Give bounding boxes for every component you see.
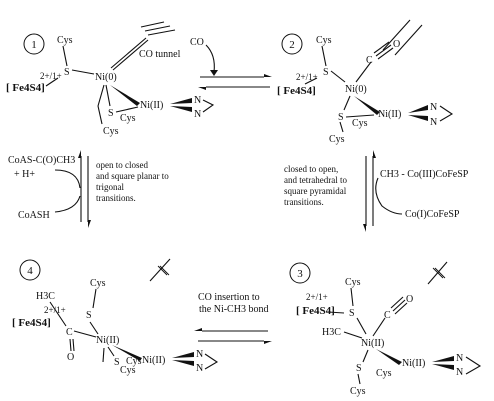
state-3-cys-top: Cys xyxy=(345,277,361,288)
state-4-ni-left: Ni(II) xyxy=(96,335,119,346)
state-3-cys-bottom: Cys xyxy=(350,386,366,397)
state-3-s-bridge: S xyxy=(356,363,362,374)
closed-to-open-2: and tetrahedral to xyxy=(284,175,347,185)
co-tunnel-label: CO tunnel xyxy=(139,49,181,60)
state-2-cys-top: Cys xyxy=(316,35,332,46)
state-4-number: 4 xyxy=(27,265,33,277)
methyl-donor: CH3 - Co(III)CoFeSP xyxy=(380,169,469,180)
co-label: CO xyxy=(190,37,204,48)
bottom-equilibrium: CO insertion to the Ni-CH3 bond xyxy=(194,292,272,344)
closed-to-open-4: transitions. xyxy=(284,197,324,207)
state-4-s-bridge: S xyxy=(114,357,120,368)
state-3-cys-bridge: Cys xyxy=(376,368,392,379)
state-1-cys-bottom: Cys xyxy=(103,126,119,137)
closed-to-open-3: square pyramidal xyxy=(284,186,347,196)
state-2-cys-bottom: Cys xyxy=(329,134,345,145)
state-1-marker xyxy=(23,33,45,55)
co-insertion-2: the Ni-CH3 bond xyxy=(199,304,268,315)
state-3-number: 3 xyxy=(297,268,303,280)
state-3-co-o: O xyxy=(406,294,413,305)
state-2-cys-bridge: Cys xyxy=(352,118,368,129)
coash-label: CoASH xyxy=(18,210,50,221)
top-equilibrium: CO xyxy=(190,37,272,90)
open-to-closed-1: open to closed xyxy=(96,160,148,170)
coa-product: CoAS-C(O)CH3 xyxy=(8,155,75,166)
open-to-closed-4: transitions. xyxy=(96,193,136,203)
state-4-cluster: [ Fe4S4] xyxy=(12,317,51,329)
state-1-cys-top: Cys xyxy=(57,35,73,46)
state-2-ni-right: Ni(II) xyxy=(378,109,401,120)
state-4-marker xyxy=(19,259,41,281)
open-to-closed-3: trigonal xyxy=(96,182,124,192)
state-2-ni-left: Ni(0) xyxy=(345,84,367,95)
coa-proton: + H+ xyxy=(14,169,35,180)
state-1-ni-left: Ni(0) xyxy=(95,72,117,83)
state-2-s-bridge: S xyxy=(338,112,344,123)
state-2-marker xyxy=(281,33,303,55)
closed-to-open-1: closed to open, xyxy=(284,164,338,174)
state-2-co-c: C xyxy=(366,55,373,66)
state-1-cluster-charge: 2+/1+ xyxy=(40,71,62,81)
state-3-cluster-charge: 2+/1+ xyxy=(306,292,328,302)
state-4-ni-right: Ni(II) xyxy=(142,355,165,366)
state-1-cys-bridge: Cys xyxy=(120,113,136,124)
state-3-ni-left: Ni(II) xyxy=(361,338,384,349)
right-equilibrium: closed to open, and tetrahedral to squar… xyxy=(284,150,469,232)
state-4-acyl-c: C xyxy=(66,327,73,338)
state-2-n-top: N xyxy=(430,102,437,113)
state-2: 2 Cys S 2+/1+ [ Fe4S4] Ni(0) C O S Cys C… xyxy=(277,19,454,145)
state-3-ni-right: Ni(II) xyxy=(402,358,425,369)
state-1-cluster: [ Fe4S4] xyxy=(6,82,45,94)
state-2-number: 2 xyxy=(289,39,295,51)
state-3: 3 Cys S 2+/1+ [ Fe4S4] H3C Ni(II) C O S … xyxy=(289,261,482,397)
state-2-cluster-charge: 2+/1+ xyxy=(296,72,318,82)
state-2-s-top: S xyxy=(323,67,329,78)
co-insertion-1: CO insertion to xyxy=(198,292,260,303)
state-2-n-bottom: N xyxy=(430,117,437,128)
state-3-marker xyxy=(289,262,311,284)
state-1: 1 Cys S 2+/1+ [ Fe4S4] Ni(0) S Cys Cys N… xyxy=(6,21,215,137)
co-i-product: Co(I)CoFeSP xyxy=(405,209,460,220)
state-3-n-top: N xyxy=(456,353,463,364)
state-4: 4 Cys S H3C 2+/1+ [ Fe4S4] C O Ni(II) S … xyxy=(12,258,219,376)
state-4-cys-bridge: Cys xyxy=(126,356,142,367)
open-to-closed-2: and square planar to xyxy=(96,171,169,181)
state-4-s-top: S xyxy=(86,310,92,321)
state-1-s-top: S xyxy=(64,67,70,78)
state-3-co-c: C xyxy=(384,310,391,321)
state-4-acyl-o: O xyxy=(67,352,74,363)
state-3-n-bottom: N xyxy=(456,367,463,378)
state-3-s-top: S xyxy=(349,308,355,319)
state-4-cys-bottom: Cys xyxy=(120,365,136,376)
state-4-methyl: H3C xyxy=(36,291,55,302)
state-2-co-o: O xyxy=(393,39,400,50)
state-1-n-bottom: N xyxy=(194,109,201,120)
state-4-cys-top: Cys xyxy=(90,278,106,289)
state-3-methyl: H3C xyxy=(322,327,341,338)
state-4-n-top: N xyxy=(196,349,203,360)
state-4-cluster-charge: 2+/1+ xyxy=(44,305,66,315)
left-equilibrium: CoAS-C(O)CH3 + H+ CoASH open to closed a… xyxy=(8,150,169,228)
state-4-n-bottom: N xyxy=(196,363,203,374)
state-3-cluster: [ Fe4S4] xyxy=(296,305,335,317)
state-1-n-top: N xyxy=(194,95,201,106)
state-1-number: 1 xyxy=(31,39,37,51)
state-1-s-bridge: S xyxy=(108,108,114,119)
state-1-ni-right: Ni(II) xyxy=(140,100,163,111)
state-2-cluster: [ Fe4S4] xyxy=(277,85,316,97)
